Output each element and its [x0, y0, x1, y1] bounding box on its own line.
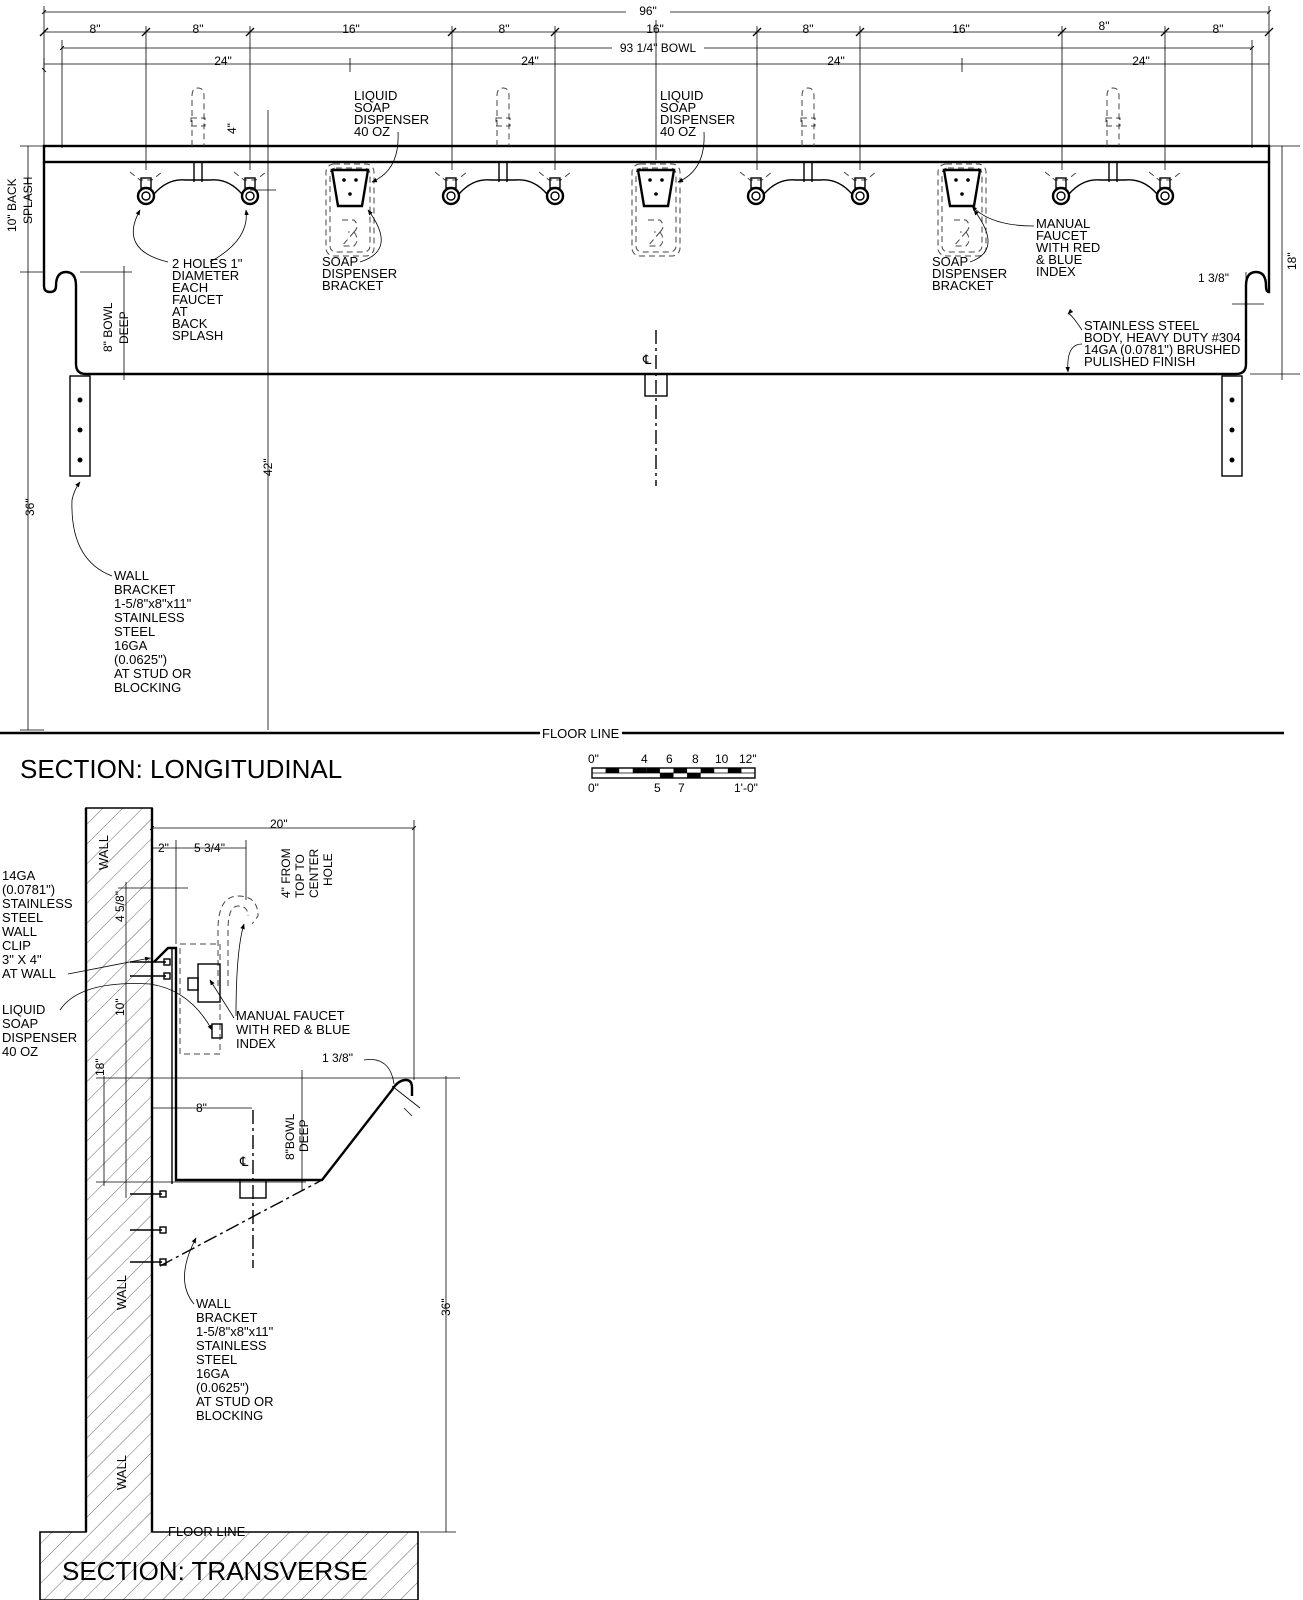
- dim-bowl-deep-2: DEEP: [117, 311, 131, 344]
- soap-dispenser-1: [325, 163, 375, 257]
- faucet-2: [434, 87, 572, 206]
- dim-row3-3: 24": [1132, 54, 1150, 68]
- dim-row1-2: 16": [342, 22, 360, 36]
- dim-overall: 96": [639, 4, 657, 18]
- label-bracket-1: SOAP DISPENSER BRACKET: [322, 254, 401, 293]
- faucets: [129, 87, 1182, 206]
- soap-dispenser-2: [631, 163, 681, 257]
- title-longitudinal: SECTION: LONGITUDINAL: [20, 754, 342, 784]
- wall-label-low: WALL: [114, 1455, 129, 1490]
- wall-label-top: WALL: [96, 835, 111, 870]
- faucet-3: [739, 87, 877, 206]
- scale-top-4: 10: [715, 752, 729, 766]
- transverse-annotations: 14GA (0.0781") STAINLESS STEEL WALL CLIP…: [2, 868, 354, 1423]
- top-dimensions: 96" 8" 8" 16" 8" 16" 8" 16" 8" 8" 93 1/4…: [39, 4, 1274, 170]
- dim-row1-6: 16": [952, 22, 970, 36]
- tdim-from-top-1: 4" FROM: [279, 848, 293, 898]
- faucet-4: [1044, 87, 1182, 206]
- label-trans-faucet: MANUAL FAUCET WITH RED & BLUE INDEX: [236, 1008, 354, 1051]
- dim-18: 18": [1285, 252, 1299, 270]
- scale-top-3: 8: [692, 752, 699, 766]
- label-body: STAINLESS STEEL BODY, HEAVY DUTY #304 14…: [1084, 318, 1244, 369]
- annotations: LIQUID SOAP DISPENSER 40 OZ LIQUID SOAP …: [71, 88, 1244, 695]
- faucet-1: [129, 87, 267, 206]
- centerline-mark: ℄: [642, 352, 652, 367]
- transverse-section: WALL WALL WALL ℄: [2, 807, 460, 1600]
- dim-top-hole: 4": [225, 123, 239, 134]
- tdim-36: 36": [439, 1298, 453, 1316]
- dim-bowl-deep-1: 8" BOWL: [101, 302, 115, 352]
- title-transverse: SECTION: TRANSVERSE: [62, 1556, 368, 1586]
- dim-rim: 1 3/8": [1198, 271, 1229, 285]
- dim-row1-8: 8": [1213, 22, 1224, 36]
- floor-line: FLOOR LINE: [0, 726, 1284, 741]
- tdim-from-top-3: CENTER: [307, 848, 321, 898]
- label-trans-soap: LIQUID SOAP DISPENSER 40 OZ: [2, 1002, 81, 1059]
- scale-bar: 0" 4 6 8 10 12" 0" 5 7 1'-0": [588, 752, 758, 795]
- scale-top-5: 12": [739, 752, 757, 766]
- tdim-18: 18": [93, 1058, 107, 1076]
- wall-brackets: [69, 375, 1243, 477]
- dim-42: 42": [261, 458, 275, 476]
- label-faucet: MANUAL FAUCET WITH RED & BLUE INDEX: [1036, 216, 1104, 279]
- tdim-2: 2": [158, 841, 169, 855]
- dim-row1-7: 8": [1099, 19, 1110, 33]
- label-wall-bracket: WALL BRACKET 1-5/8"x8"x11" STAINLESS STE…: [114, 568, 195, 695]
- transverse-dimensions: 20" 2" 5 3/4" 4 5/8" 10" 18" 8" 8"BOWL D…: [93, 817, 460, 1533]
- tdim-8: 8": [196, 1101, 207, 1115]
- dim-back-splash-2: SPLASH: [21, 177, 35, 224]
- dim-row1-5: 8": [803, 22, 814, 36]
- label-clip: 14GA (0.0781") STAINLESS STEEL WALL CLIP…: [2, 868, 76, 981]
- floor-line-label: FLOOR LINE: [542, 726, 620, 741]
- scale-bottom-3: 1'-0": [734, 781, 758, 795]
- tdim-from-top-2: TOP TO: [293, 854, 307, 898]
- dim-row3-0: 24": [214, 54, 232, 68]
- dim-row3-2: 24": [827, 54, 845, 68]
- dim-row1-4: 16": [646, 22, 664, 36]
- dim-row1-1: 8": [193, 22, 204, 36]
- trans-floor-line-label: FLOOR LINE: [168, 1524, 246, 1539]
- dim-36: 36": [23, 498, 37, 516]
- soap-dispensers: [325, 163, 987, 257]
- dim-bowl: 93 1/4" BOWL: [620, 41, 697, 55]
- soap-dispenser-3: [937, 163, 987, 257]
- dim-row1-3: 8": [499, 22, 510, 36]
- scale-top-0: 0": [588, 752, 599, 766]
- scale-bottom-0: 0": [588, 781, 599, 795]
- scale-bottom-1: 5: [654, 781, 661, 795]
- tdim-bowl-deep-1: 8"BOWL: [283, 1113, 297, 1160]
- label-soap-2: LIQUID SOAP DISPENSER 40 OZ: [660, 88, 739, 139]
- tdim-from-top-4: HOLE: [321, 853, 335, 886]
- tdim-20: 20": [270, 817, 288, 831]
- tdim-138: 1 3/8": [322, 1051, 353, 1065]
- side-dimensions: 10" BACK SPLASH 36" 8" BOWL DEEP 4" 42" …: [5, 110, 1300, 731]
- tdim-458: 4 5/8": [113, 891, 127, 922]
- centerline-mark-trans: ℄: [239, 1154, 249, 1169]
- wall-fasteners: [130, 958, 171, 1266]
- label-soap-1: LIQUID SOAP DISPENSER 40 OZ: [354, 88, 433, 139]
- wall-section: [39, 807, 419, 1600]
- dim-back-splash-1: 10" BACK: [5, 178, 19, 232]
- tdim-bowl-deep-2: DEEP: [297, 1119, 311, 1152]
- tdim-10: 10": [113, 998, 127, 1016]
- label-bracket-2: SOAP DISPENSER BRACKET: [932, 254, 1011, 293]
- label-holes: 2 HOLES 1" DIAMETER EACH FAUCET AT BACK …: [172, 256, 246, 343]
- dim-row1-0: 8": [90, 22, 101, 36]
- scale-top-1: 4: [641, 752, 648, 766]
- scale-top-2: 6: [666, 752, 673, 766]
- tdim-534: 5 3/4": [194, 841, 225, 855]
- label-trans-bracket: WALL BRACKET 1-5/8"x8"x11" STAINLESS STE…: [196, 1296, 277, 1423]
- scale-bottom-2: 7: [678, 781, 685, 795]
- wall-label-mid: WALL: [114, 1275, 129, 1310]
- longitudinal-section: 96" 8" 8" 16" 8" 16" 8" 16" 8" 8" 93 1/4…: [0, 4, 1300, 784]
- transverse-faucet: [179, 895, 259, 1055]
- dim-row3-1: 24": [521, 54, 539, 68]
- sink-body: ℄: [42, 144, 1271, 486]
